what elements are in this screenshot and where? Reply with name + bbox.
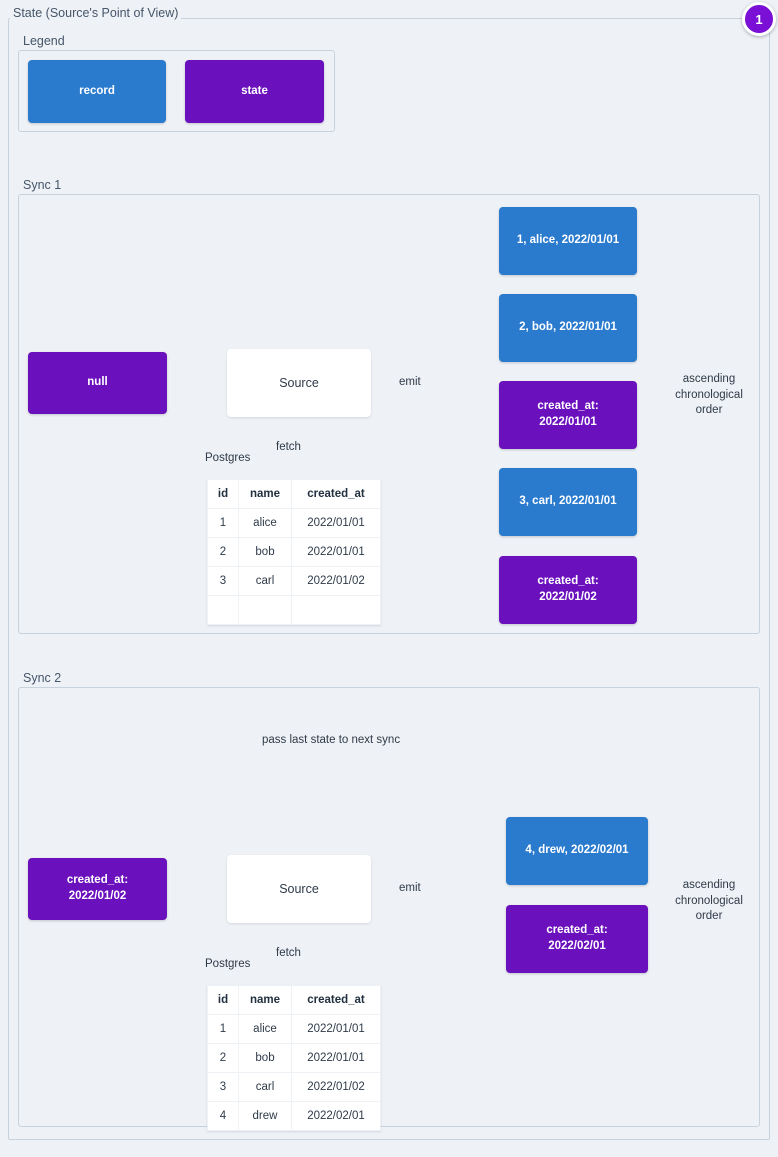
state-key: created_at: <box>546 924 608 937</box>
table-row: 2 bob 2022/01/01 <box>207 1043 381 1073</box>
state-key: created_at: <box>537 400 599 413</box>
sync1-postgres-table: id name created_at 1 alice 2022/01/01 2 … <box>207 479 381 625</box>
cell-id <box>207 595 239 625</box>
state-value: 2022/01/02 <box>68 890 127 902</box>
table-row: 2 bob 2022/01/01 <box>207 537 381 567</box>
state-value: 2022/02/01 <box>548 940 606 952</box>
sync2-emitted-record-1: 4, drew, 2022/02/01 <box>506 817 648 885</box>
cell-date: 2022/02/01 <box>291 1101 381 1131</box>
sync1-title: Sync 1 <box>20 178 65 192</box>
cell-id: 1 <box>207 508 239 538</box>
cell-id: 2 <box>207 537 239 567</box>
cell-date: 2022/01/01 <box>291 1014 381 1044</box>
sync2-db-label: Postgres <box>205 958 251 970</box>
cell-date: 2022/01/01 <box>291 1043 381 1073</box>
cell-name: alice <box>238 508 292 538</box>
table-row: 3 carl 2022/01/02 <box>207 566 381 596</box>
sync1-emitted-record-1: 1, alice, 2022/01/01 <box>499 207 637 275</box>
sync2-col-date: created_at <box>291 985 381 1015</box>
cell-name: alice <box>238 1014 292 1044</box>
table-row: 1 alice 2022/01/01 <box>207 1014 381 1044</box>
sync1-col-name: name <box>238 479 292 509</box>
sync1-group <box>18 194 760 634</box>
state-key: created_at: <box>537 575 599 588</box>
sync1-fetch-label: fetch <box>276 441 301 453</box>
cell-date: 2022/01/01 <box>291 508 381 538</box>
sync2-col-name: name <box>238 985 292 1015</box>
cell-id: 4 <box>207 1101 239 1131</box>
status-badge[interactable]: 1 <box>742 2 776 36</box>
table-row-empty <box>207 595 381 625</box>
sync1-emitted-state-2: created_at: 2022/01/02 <box>499 556 637 624</box>
table-header-row: id name created_at <box>207 479 381 509</box>
sync2-input-state-node: created_at: 2022/01/02 <box>28 858 167 920</box>
sync1-emitted-record-2-label: 2, bob, 2022/01/01 <box>519 321 617 334</box>
cell-name <box>238 595 292 625</box>
state-value: 2022/01/02 <box>539 591 597 603</box>
state-key: created_at: <box>66 874 129 887</box>
sync2-emit-label: emit <box>399 882 421 894</box>
cell-date: 2022/01/02 <box>291 566 381 596</box>
cell-name: bob <box>238 1043 292 1073</box>
pass-state-label: pass last state to next sync <box>258 734 405 746</box>
sync2-order-label: ascending chronological order <box>675 879 743 923</box>
cell-name: bob <box>238 537 292 567</box>
sync2-fetch-label: fetch <box>276 947 301 959</box>
sync1-col-date: created_at <box>291 479 381 509</box>
sync1-emitted-record-1-label: 1, alice, 2022/01/01 <box>516 234 620 247</box>
cell-id: 3 <box>207 566 239 596</box>
sync1-input-state-label: null <box>87 376 108 389</box>
legend-item-state: state <box>185 60 324 123</box>
sync2-source-node: Source <box>227 855 371 923</box>
sync1-emitted-state-1-label: created_at: 2022/01/01 <box>537 399 598 430</box>
legend-item-state-label: state <box>241 84 268 97</box>
sync2-title: Sync 2 <box>20 671 65 685</box>
cell-id: 3 <box>207 1072 239 1102</box>
sync1-emitted-record-2: 2, bob, 2022/01/01 <box>499 294 637 362</box>
sync1-input-state-node: null <box>28 352 167 414</box>
legend-item-record-label: record <box>79 84 115 97</box>
sync1-emitted-state-1: created_at: 2022/01/01 <box>499 381 637 449</box>
cell-id: 1 <box>207 1014 239 1044</box>
cell-id: 2 <box>207 1043 239 1073</box>
page-title: State (Source's Point of View) <box>10 6 182 20</box>
cell-name: carl <box>238 1072 292 1102</box>
sync2-emitted-record-1-label: 4, drew, 2022/02/01 <box>525 844 629 857</box>
state-value: 2022/01/01 <box>539 416 597 428</box>
cell-date: 2022/01/02 <box>291 1072 381 1102</box>
sync2-source-label: Source <box>279 881 319 896</box>
cell-name: drew <box>238 1101 292 1131</box>
table-header-row: id name created_at <box>207 985 381 1015</box>
sync1-emit-label: emit <box>399 376 421 388</box>
cell-date: 2022/01/01 <box>291 537 381 567</box>
sync1-source-label: Source <box>279 375 319 390</box>
sync2-input-state-label: created_at: 2022/01/02 <box>67 873 128 904</box>
cell-name: carl <box>238 566 292 596</box>
sync1-col-id: id <box>207 479 239 509</box>
table-row: 1 alice 2022/01/01 <box>207 508 381 538</box>
sync1-emitted-record-3-label: 3, carl, 2022/01/01 <box>519 495 617 508</box>
sync1-order-label: ascending chronological order <box>675 373 743 417</box>
table-row: 4 drew 2022/02/01 <box>207 1101 381 1131</box>
legend-item-record: record <box>28 60 166 123</box>
sync2-emitted-state-1: created_at: 2022/02/01 <box>506 905 648 973</box>
sync1-db-label: Postgres <box>205 452 251 464</box>
table-row: 3 carl 2022/01/02 <box>207 1072 381 1102</box>
cell-date <box>291 595 381 625</box>
sync2-emitted-state-1-label: created_at: 2022/02/01 <box>546 923 607 954</box>
sync1-emitted-record-3: 3, carl, 2022/01/01 <box>499 468 637 536</box>
legend-title: Legend <box>20 34 68 48</box>
sync2-postgres-table: id name created_at 1 alice 2022/01/01 2 … <box>207 985 381 1131</box>
sync1-source-node: Source <box>227 349 371 417</box>
sync2-col-id: id <box>207 985 239 1015</box>
sync1-emitted-state-2-label: created_at: 2022/01/02 <box>537 574 598 605</box>
